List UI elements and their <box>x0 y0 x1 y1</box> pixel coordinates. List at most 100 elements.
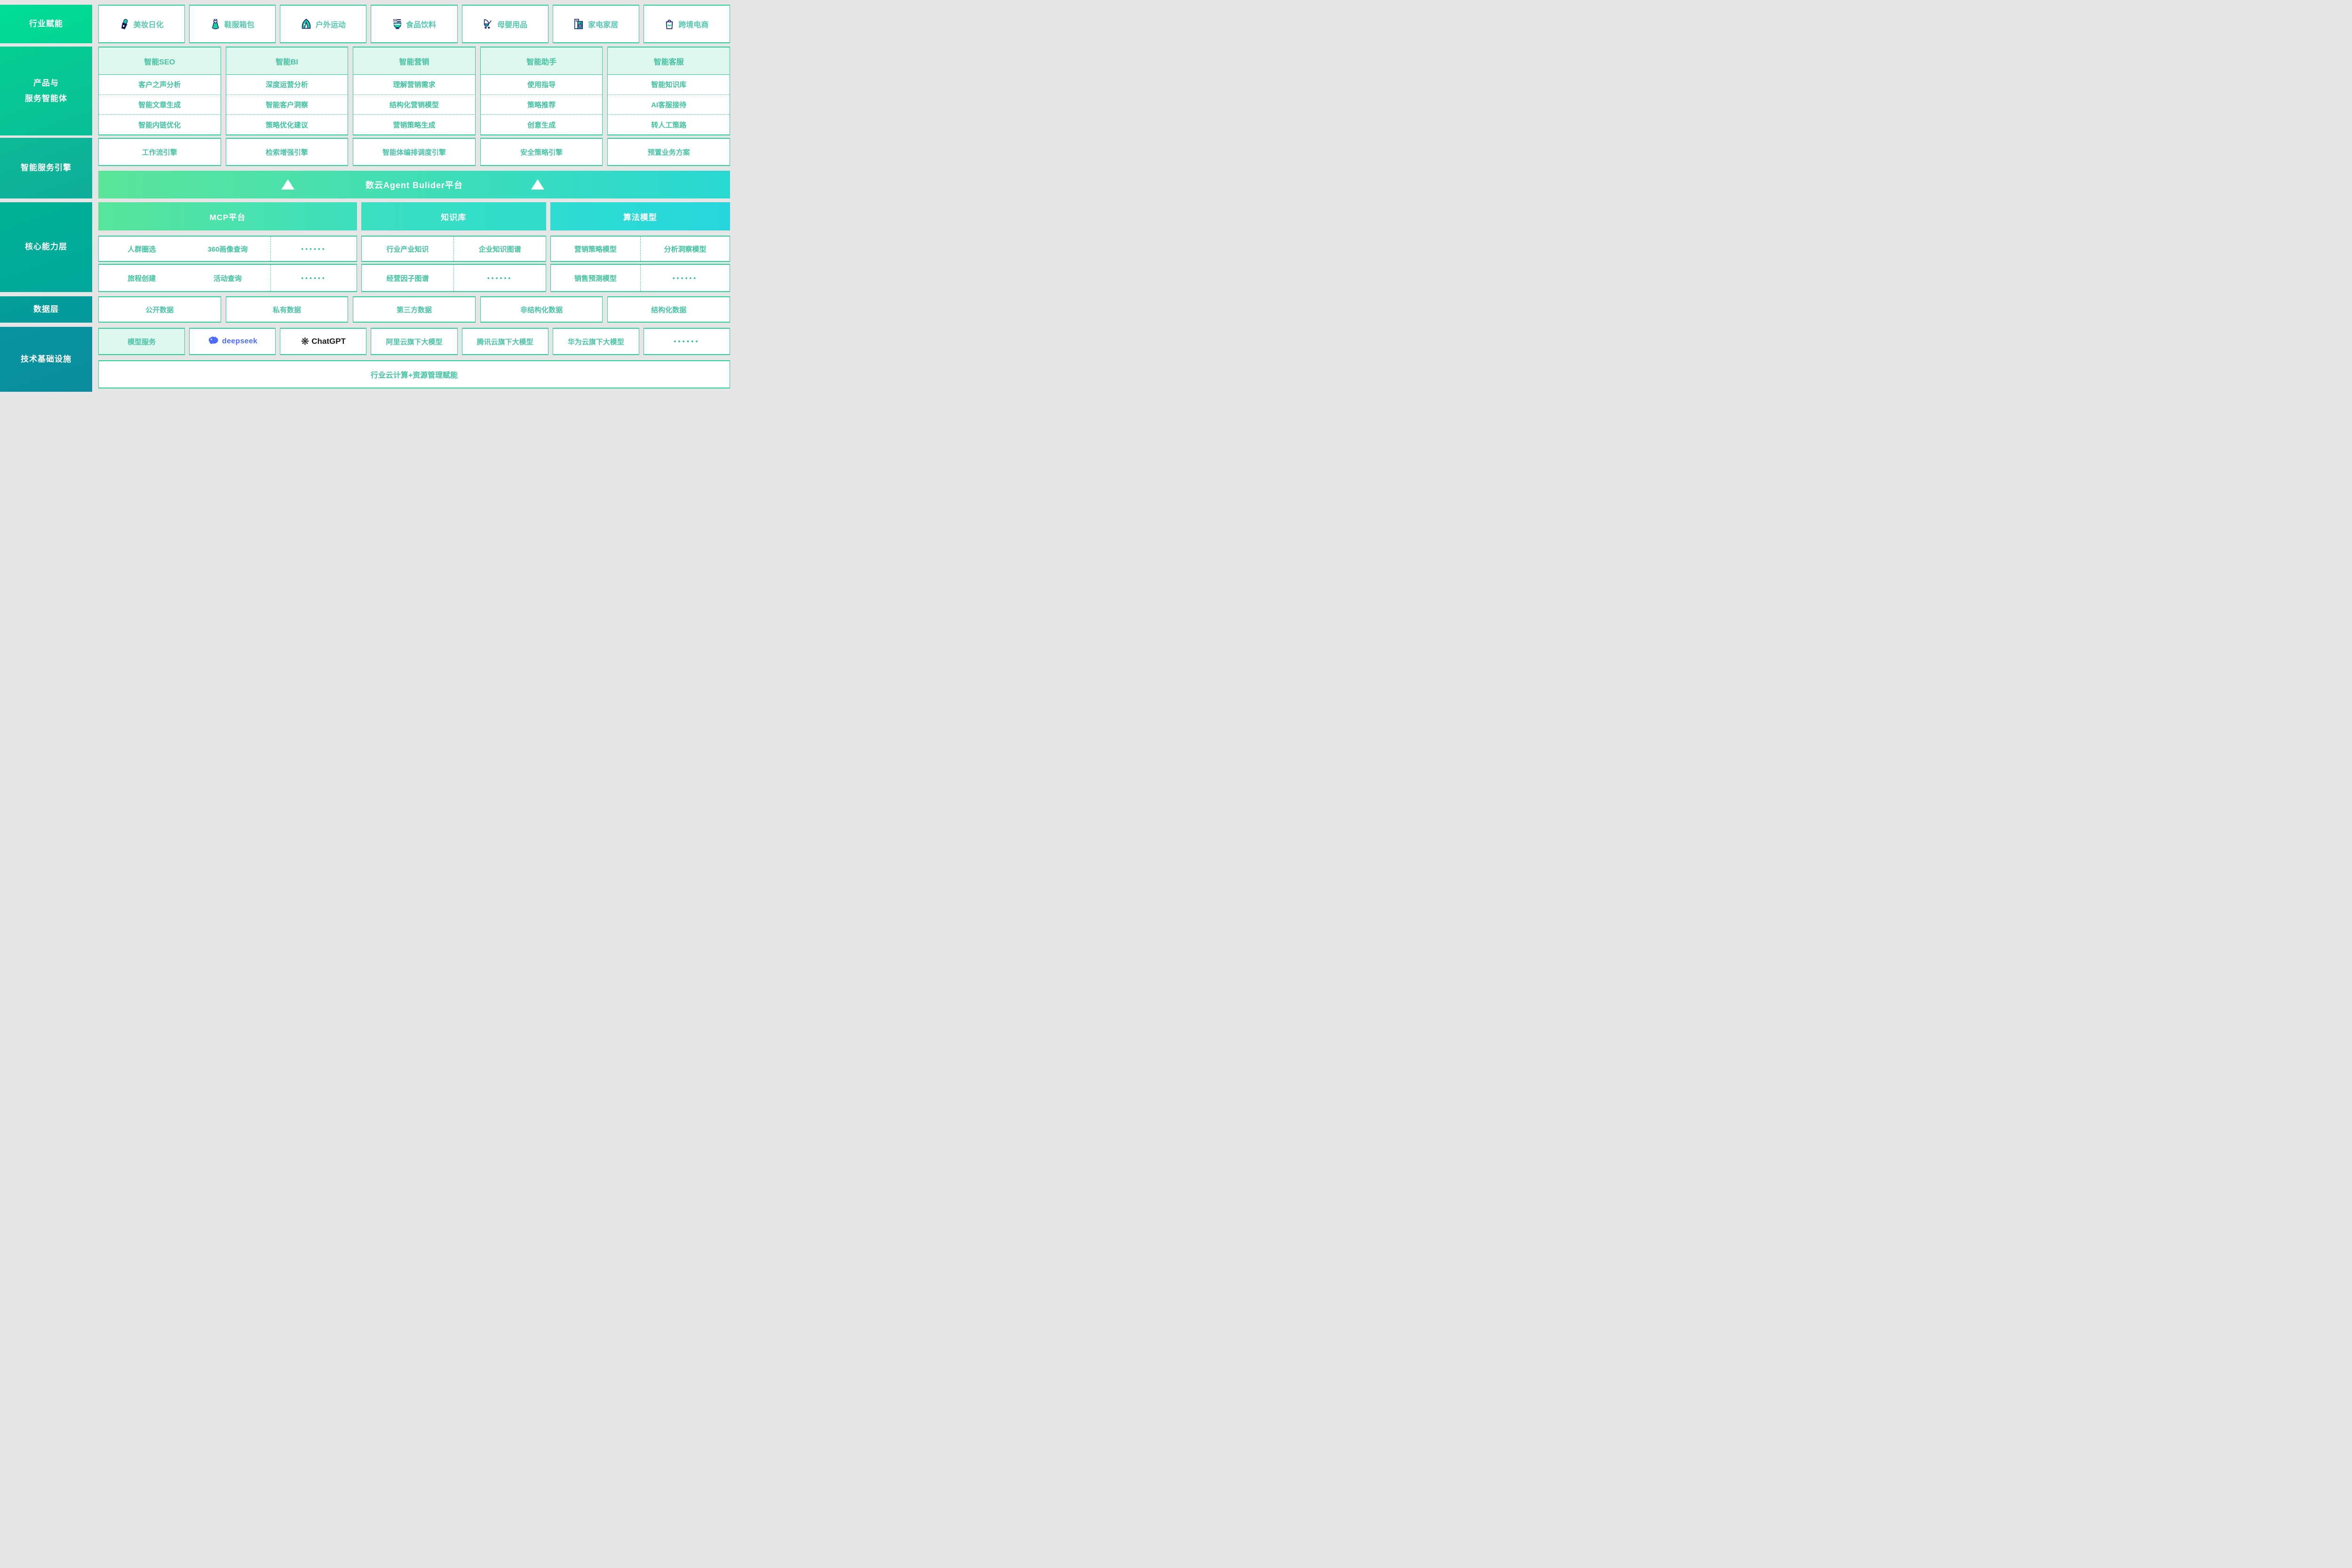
chatgpt-logo: ❋ <box>301 336 310 347</box>
band-infrastructure: 技术基础设施 模型服务 deepseek ❋ ChatGPT 阿里云旗下大模型 … <box>0 327 730 392</box>
data-card: 公开数据 <box>98 296 221 323</box>
engine-card: 工作流引擎 <box>98 138 221 166</box>
capability-cell: 分析洞察模型 <box>640 237 730 261</box>
deepseek-card: deepseek <box>189 328 276 355</box>
sidebar-label: 数据层 <box>33 304 59 314</box>
band-industry: 行业赋能 美妆日化 鞋服箱包 户外运动 <box>0 5 730 43</box>
agent-column-seo: 智能SEO 客户之声分析 智能文章生成 智能内链优化 <box>98 47 221 135</box>
model-row: 模型服务 deepseek ❋ ChatGPT 阿里云旗下大模型 腾讯云旗下大模… <box>98 328 730 355</box>
data-card: 私有数据 <box>225 296 349 323</box>
chatgpt-card: ❋ ChatGPT <box>280 328 367 355</box>
agent-builder-banner: 数云Agent Bulider平台 <box>98 171 730 198</box>
data-card: 非结构化数据 <box>480 296 603 323</box>
capability-cell: 营销策略模型 <box>574 245 617 253</box>
capability-group-knowledge: 知识库 行业产业知识 企业知识图谱 经营因子图谱 •••••• <box>361 202 546 292</box>
agent-item: 使用指导 <box>527 81 556 89</box>
capability-group-mcp: MCP平台 人群圈选 360画像查询 •••••• 旅程创建 活动查询 ••••… <box>98 202 357 292</box>
capability-cell: 销售预测模型 <box>574 274 617 283</box>
sidebar-label: 技术基础设施 <box>21 354 72 364</box>
chatgpt-wordmark: ChatGPT <box>311 337 346 346</box>
sidebar-label: 核心能力层 <box>25 242 67 252</box>
industry-label: 食品饮料 <box>405 21 436 29</box>
industry-label: 鞋服箱包 <box>224 21 254 29</box>
more-dots: •••••• <box>453 265 546 291</box>
model-service-card: 模型服务 <box>98 328 185 355</box>
capability-group-header: 知识库 <box>361 202 546 230</box>
sidebar-label: 产品与 服务智能体 <box>25 79 67 103</box>
capability-group-models: 算法模型 营销策略模型 分析洞察模型 销售预测模型 •••••• <box>550 202 730 292</box>
agent-column-header: 智能客服 <box>608 48 730 75</box>
sidebar-row-capabilities: 核心能力层 <box>0 202 92 292</box>
agent-item: 智能客户洞察 <box>226 94 348 115</box>
agent-item: 深度运营分析 <box>265 81 308 89</box>
industry-card-crossborder: 跨境电商 <box>643 5 730 43</box>
capability-group-header: MCP平台 <box>98 202 357 230</box>
agent-column-marketing: 智能营销 理解营销需求 结构化营销模型 营销策略生成 <box>353 47 476 135</box>
agent-item: AI客服接待 <box>608 94 730 115</box>
data-card: 结构化数据 <box>607 296 730 323</box>
agent-item: 智能知识库 <box>651 81 687 89</box>
agent-item: 策略推荐 <box>480 94 603 115</box>
capability-cell: 行业产业知识 <box>386 245 429 253</box>
agent-item: 客户之声分析 <box>138 81 181 89</box>
capability-cell: 活动查询 <box>213 274 242 283</box>
capability-cell: 人群圈选 <box>127 245 156 253</box>
agent-item: 创意生成 <box>480 114 603 135</box>
deepseek-logo <box>207 336 220 347</box>
industry-card-apparel: 鞋服箱包 <box>189 5 276 43</box>
industry-label: 家电家居 <box>588 21 619 29</box>
capability-row: 行业产业知识 企业知识图谱 <box>361 236 546 262</box>
model-card: 华为云旗下大模型 <box>552 328 639 355</box>
drink-icon <box>392 18 402 30</box>
stroller-icon <box>483 18 493 30</box>
model-card: 腾讯云旗下大模型 <box>461 328 548 355</box>
appliance-icon <box>573 18 584 30</box>
sidebar-label: 智能服务引擎 <box>21 163 72 173</box>
data-row: 公开数据 私有数据 第三方数据 非结构化数据 结构化数据 <box>98 296 730 323</box>
agent-item: 智能内链优化 <box>99 114 221 135</box>
sidebar-row-agents: 产品与 服务智能体 <box>0 47 92 135</box>
band-data: 数据层 公开数据 私有数据 第三方数据 非结构化数据 结构化数据 <box>0 296 730 323</box>
agent-column-header: 智能营销 <box>353 48 475 75</box>
agent-item: 理解营销需求 <box>393 81 436 89</box>
engine-card: 预置业务方案 <box>607 138 730 166</box>
agent-item: 策略优化建议 <box>226 114 348 135</box>
deepseek-wordmark: deepseek <box>222 337 258 345</box>
infrastructure-content: 模型服务 deepseek ❋ ChatGPT 阿里云旗下大模型 腾讯云旗下大模… <box>98 327 730 392</box>
agent-item: 结构化营销模型 <box>353 94 475 115</box>
capability-row: 经营因子图谱 •••••• <box>361 264 546 292</box>
band-agents: 产品与 服务智能体 智能SEO 客户之声分析 智能文章生成 智能内链优化 智能B… <box>0 47 730 135</box>
agent-item: 转人工策路 <box>608 114 730 135</box>
capability-cell: 企业知识图谱 <box>453 237 546 261</box>
agent-column-header: 智能助手 <box>480 48 603 75</box>
sidebar-row-infrastructure: 技术基础设施 <box>0 327 92 392</box>
more-dots: •••••• <box>643 328 730 355</box>
agent-builder-banner-label: 数云Agent Bulider平台 <box>365 180 463 190</box>
band-engines: 智能服务引擎 工作流引擎 检索增强引擎 智能体编排调度引擎 安全策略引擎 预置业… <box>0 138 730 198</box>
band-capabilities: 核心能力层 MCP平台 人群圈选 360画像查询 •••••• 旅程创建 活动查… <box>0 202 730 292</box>
engine-card: 智能体编排调度引擎 <box>353 138 476 166</box>
agent-column-bi: 智能BI 深度运营分析 智能客户洞察 策略优化建议 <box>225 47 349 135</box>
data-card: 第三方数据 <box>353 296 476 323</box>
capability-row: 旅程创建 活动查询 •••••• <box>98 264 357 292</box>
more-dots: •••••• <box>270 265 357 291</box>
agent-column-assistant: 智能助手 使用指导 策略推荐 创意生成 <box>480 47 603 135</box>
engine-card: 安全策略引擎 <box>480 138 603 166</box>
industry-label: 户外运动 <box>315 21 346 29</box>
engine-card: 检索增强引擎 <box>225 138 349 166</box>
triangle-up-icon <box>281 179 295 190</box>
industry-card-outdoor: 户外运动 <box>280 5 367 43</box>
shopping-bag-icon <box>665 18 674 30</box>
industry-card-appliance: 家电家居 <box>552 5 639 43</box>
triangle-up-icon <box>531 179 544 190</box>
industry-row: 美妆日化 鞋服箱包 户外运动 食品饮料 <box>98 5 730 43</box>
lipstick-icon <box>120 18 129 30</box>
capability-group-header: 算法模型 <box>550 202 730 230</box>
capability-row: 人群圈选 360画像查询 •••••• <box>98 236 357 262</box>
capability-row: 销售预测模型 •••••• <box>550 264 730 292</box>
capability-row: 营销策略模型 分析洞察模型 <box>550 236 730 262</box>
agent-column-header: 智能SEO <box>99 48 221 75</box>
more-dots: •••••• <box>640 265 730 291</box>
sidebar-row-engines: 智能服务引擎 <box>0 138 92 198</box>
more-dots: •••••• <box>270 237 357 261</box>
